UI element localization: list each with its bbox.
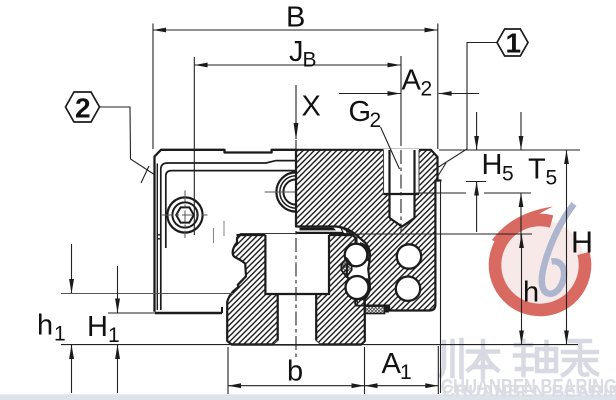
svg-text:2: 2: [370, 109, 382, 132]
svg-text:1: 1: [506, 28, 522, 59]
svg-text:B: B: [303, 49, 317, 72]
svg-text:G: G: [349, 96, 372, 128]
svg-text:5: 5: [502, 163, 514, 186]
svg-text:T: T: [528, 154, 546, 186]
svg-text:A: A: [402, 65, 422, 97]
svg-text:1: 1: [54, 323, 66, 346]
svg-text:5: 5: [546, 167, 558, 190]
svg-text:A: A: [382, 348, 402, 380]
svg-text:b: b: [287, 356, 303, 388]
svg-text:h: h: [523, 277, 539, 309]
svg-text:1: 1: [400, 361, 412, 384]
svg-text:B: B: [286, 2, 305, 34]
svg-text:H: H: [482, 149, 503, 181]
svg-text:J: J: [289, 36, 304, 68]
svg-text:2: 2: [75, 93, 91, 124]
svg-text:H: H: [87, 311, 108, 343]
svg-text:H: H: [571, 226, 593, 260]
svg-text:h: h: [37, 310, 53, 342]
svg-text:X: X: [302, 91, 321, 123]
svg-text:CHUANBEN BEARING: CHUANBEN BEARING: [441, 376, 616, 399]
svg-text:2: 2: [421, 78, 433, 101]
svg-text:1: 1: [108, 324, 120, 347]
svg-text:CHUANBEN BEARING: CHUANBEN BEARING: [442, 381, 616, 400]
